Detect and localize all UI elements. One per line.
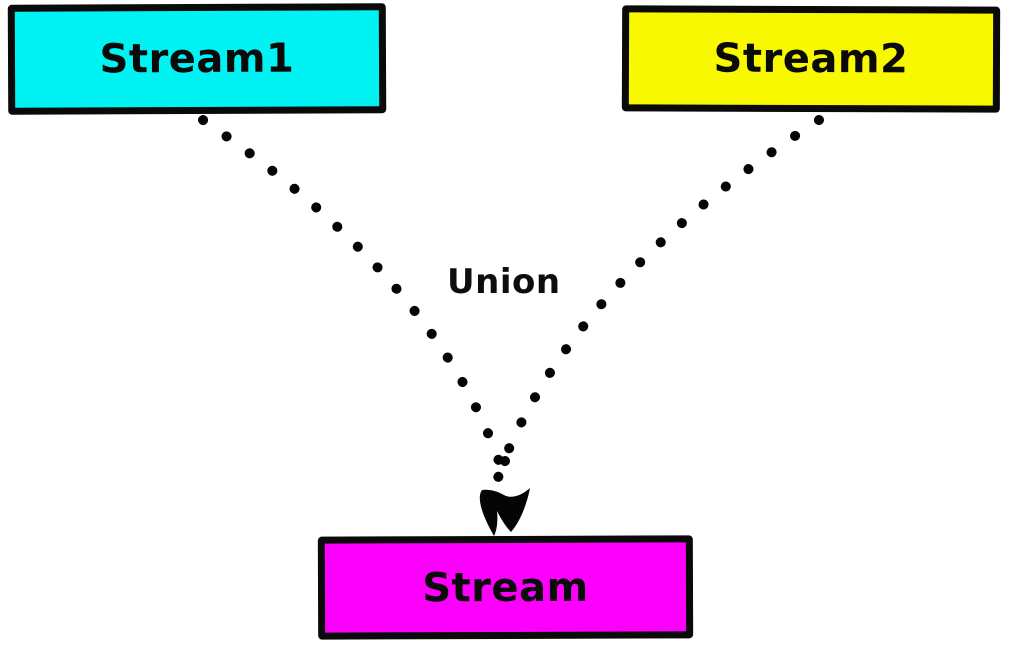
arrowhead-icon (479, 488, 530, 536)
edge-merged-segment (491, 456, 510, 494)
node-stream2-label: Stream2 (713, 35, 909, 83)
node-stream1-label: Stream1 (99, 35, 295, 83)
node-stream-output-label: Stream (422, 564, 589, 611)
node-stream-output: Stream (317, 535, 694, 640)
edge-label-union: Union (447, 262, 561, 302)
node-stream1: Stream1 (7, 3, 387, 115)
node-stream2: Stream2 (621, 5, 1001, 113)
